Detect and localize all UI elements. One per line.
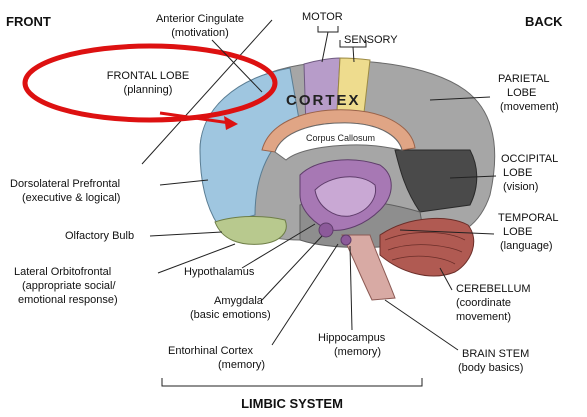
motor-bracket bbox=[318, 26, 338, 62]
dorsolateral-sublabel: (executive & logical) bbox=[22, 192, 120, 204]
olfactory-region bbox=[215, 216, 286, 244]
corpus-callosum-label: Corpus Callosum bbox=[306, 133, 375, 143]
sensory-label: SENSORY bbox=[344, 34, 398, 46]
cerebellum-sublabel-1: (coordinate bbox=[456, 297, 511, 309]
parietal-label-lobe: LOBE bbox=[507, 87, 536, 99]
entorhinal-label: Entorhinal Cortex bbox=[168, 345, 253, 357]
cerebellum-region bbox=[380, 218, 474, 276]
motor-label: MOTOR bbox=[302, 11, 343, 23]
amygdala-leader bbox=[262, 236, 322, 300]
lateral-orbitofrontal-label: Lateral Orbitofrontal bbox=[14, 266, 111, 278]
limbic-bracket bbox=[162, 378, 422, 386]
anterior-cingulate-leader bbox=[212, 40, 262, 92]
occipital-sublabel: (vision) bbox=[503, 181, 538, 193]
anterior-cingulate-label: Anterior Cingulate bbox=[156, 13, 244, 25]
amygdala-label: Amygdala bbox=[214, 295, 264, 307]
front-heading: FRONT bbox=[6, 14, 51, 29]
cerebellum-label: CEREBELLUM bbox=[456, 283, 531, 295]
cortex-region-label: CORTEX bbox=[286, 92, 361, 109]
amygdala-sublabel: (basic emotions) bbox=[190, 309, 271, 321]
dorsolateral-leader bbox=[160, 180, 208, 185]
lateral-orbitofrontal-sublabel-1: (appropriate social/ bbox=[22, 280, 116, 292]
hippocampus-label: Hippocampus bbox=[318, 332, 386, 344]
entorhinal-sublabel: (memory) bbox=[218, 359, 265, 371]
entorhinal-leader bbox=[272, 244, 338, 345]
dorsolateral-label: Dorsolateral Prefrontal bbox=[10, 178, 120, 190]
anterior-cingulate-sublabel: (motivation) bbox=[171, 27, 228, 39]
frontal-lobe-highlight-ring bbox=[25, 46, 275, 120]
frontal-lobe-label: FRONTAL LOBE bbox=[107, 70, 190, 82]
temporal-label: TEMPORAL bbox=[498, 212, 559, 224]
hypothalamus-label: Hypothalamus bbox=[184, 266, 255, 278]
hippocampus-sublabel: (memory) bbox=[334, 346, 381, 358]
cerebellum-sublabel-2: movement) bbox=[456, 311, 511, 323]
parietal-label: PARIETAL bbox=[498, 73, 550, 85]
limbic-system-heading: LIMBIC SYSTEM bbox=[241, 396, 343, 411]
olfactory-leader bbox=[150, 232, 222, 236]
hippocampus-node bbox=[341, 235, 351, 245]
back-heading: BACK bbox=[525, 14, 563, 29]
temporal-label-lobe: LOBE bbox=[503, 226, 532, 238]
temporal-sublabel: (language) bbox=[500, 240, 553, 252]
brain-stem-leader bbox=[385, 300, 458, 350]
olfactory-label: Olfactory Bulb bbox=[65, 230, 134, 242]
occipital-label-lobe: LOBE bbox=[503, 167, 532, 179]
brain-stem-sublabel: (body basics) bbox=[458, 362, 523, 374]
parietal-sublabel: (movement) bbox=[500, 101, 559, 113]
lateral-orbitofrontal-sublabel-2: emotional response) bbox=[18, 294, 118, 306]
hippocampus-leader bbox=[350, 246, 352, 330]
occipital-label: OCCIPITAL bbox=[501, 153, 558, 165]
frontal-lobe-sublabel: (planning) bbox=[124, 84, 173, 96]
amygdala-node bbox=[319, 223, 333, 237]
brain-stem-label: BRAIN STEM bbox=[462, 348, 529, 360]
